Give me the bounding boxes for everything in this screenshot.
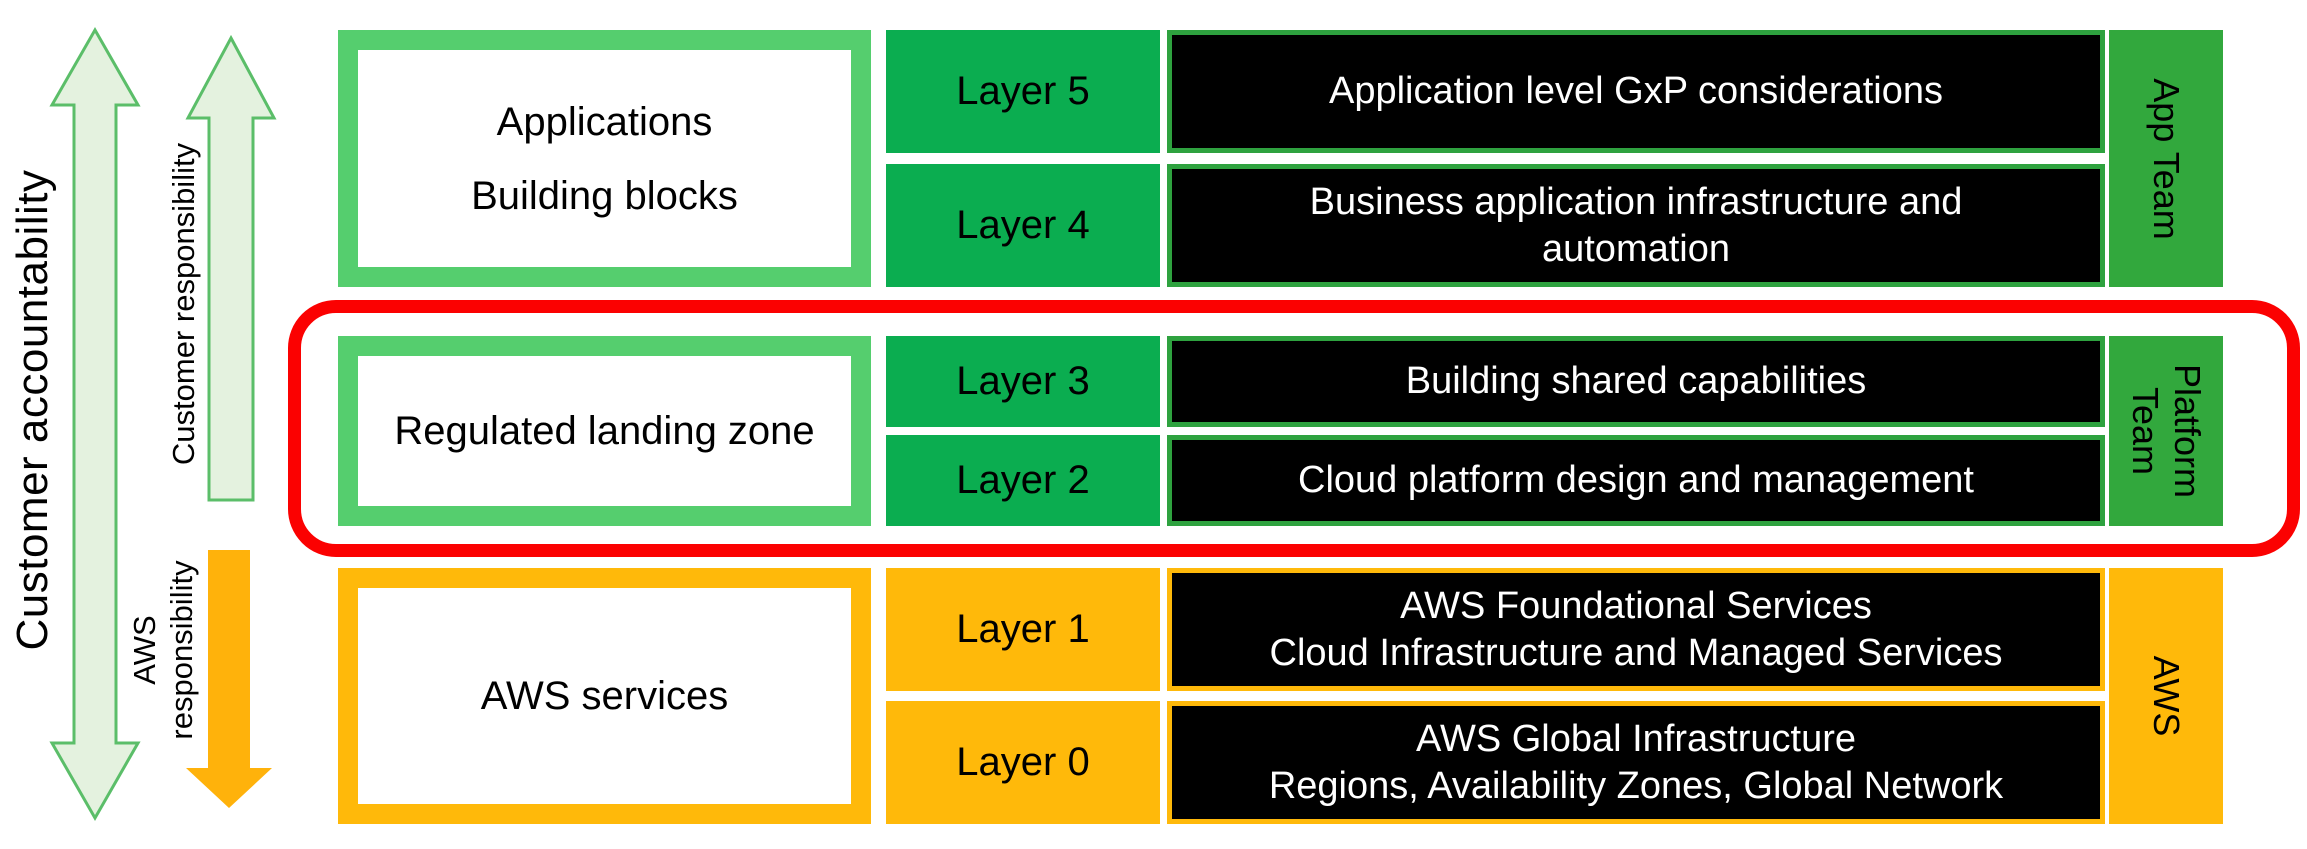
layer-1-description: AWS Foundational Services Cloud Infrastr… [1167,568,2105,691]
layer-1-tile: Layer 1 [886,568,1160,691]
layer-1-label: Layer 1 [956,607,1090,651]
layer-1-description-line2: Cloud Infrastructure and Managed Service… [1269,631,2003,674]
applications-box: Applications Building blocks [338,30,871,287]
layer-2-description-line1: Cloud platform design and management [1298,459,1974,501]
layer-2-label: Layer 2 [956,458,1090,502]
layer-3-label: Layer 3 [956,359,1090,403]
customer-accountability-label: Customer accountability [8,169,58,650]
aws-label: AWS [2145,656,2187,737]
layer-0-description-line1: AWS Global Infrastructure [1416,717,1856,760]
app-team-label-box: App Team [2109,30,2223,287]
layer-2-description: Cloud platform design and management [1167,435,2105,526]
aws-responsibility-arrow [186,550,272,808]
layer-3-description-line1: Building shared capabilities [1405,360,1867,402]
regulated-landing-zone-title: Regulated landing zone [394,409,815,453]
layer-0-label: Layer 0 [956,740,1090,784]
layer-4-description: Business application infrastructure and … [1167,164,2105,287]
applications-box-title-line1: Applications [496,99,713,144]
platform-team-label-box: Platform Team [2109,336,2223,526]
customer-responsibility-arrow [185,34,277,502]
customer-accountability-text: Customer accountability [8,169,57,651]
aws-responsibility-text-line2: responsibility [164,560,199,740]
responsibility-arrows [49,26,277,822]
layer-0-tile: Layer 0 [886,701,1160,824]
layer-3-tile: Layer 3 [886,336,1160,427]
customer-responsibility-text: Customer responsibility [166,142,201,466]
aws-responsibility-label: AWS responsibility [126,560,200,739]
platform-team-label-line2: Team [2125,386,2166,476]
applications-box-title-line2: Building blocks [471,173,738,218]
layer-5-label: Layer 5 [956,69,1090,113]
layer-4-description-line1: Business application infrastructure and [1309,180,1963,223]
customer-responsibility-label: Customer responsibility [166,143,202,465]
layer-2-tile: Layer 2 [886,435,1160,526]
layer-1-description-line1: AWS Foundational Services [1400,584,1872,627]
aws-services-box: AWS services [338,568,871,824]
app-team-label: App Team [2145,78,2187,239]
aws-services-title: AWS services [480,674,729,718]
layer-5-tile: Layer 5 [886,30,1160,153]
platform-team-label: Platform Team [2124,364,2208,498]
customer-accountability-arrow [49,26,141,822]
aws-label-box: AWS [2109,568,2223,824]
app-team-label-line1: App Team [2146,77,2187,240]
layer-4-description-line2: automation [1541,227,1730,270]
layer-0-description-line2: Regions, Availability Zones, Global Netw… [1268,764,2004,807]
layer-3-description: Building shared capabilities [1167,336,2105,427]
platform-team-label-line1: Platform [2167,363,2208,499]
aws-label-line1: AWS [2146,655,2187,737]
aws-responsibility-text-line1: AWS [127,615,162,685]
layer-4-tile: Layer 4 [886,164,1160,287]
layer-5-description: Application level GxP considerations [1167,30,2105,153]
regulated-landing-zone-box: Regulated landing zone [338,336,871,526]
layer-0-description: AWS Global Infrastructure Regions, Avail… [1167,701,2105,824]
layer-4-label: Layer 4 [956,203,1090,247]
layer-5-description-line1: Application level GxP considerations [1329,70,1943,112]
